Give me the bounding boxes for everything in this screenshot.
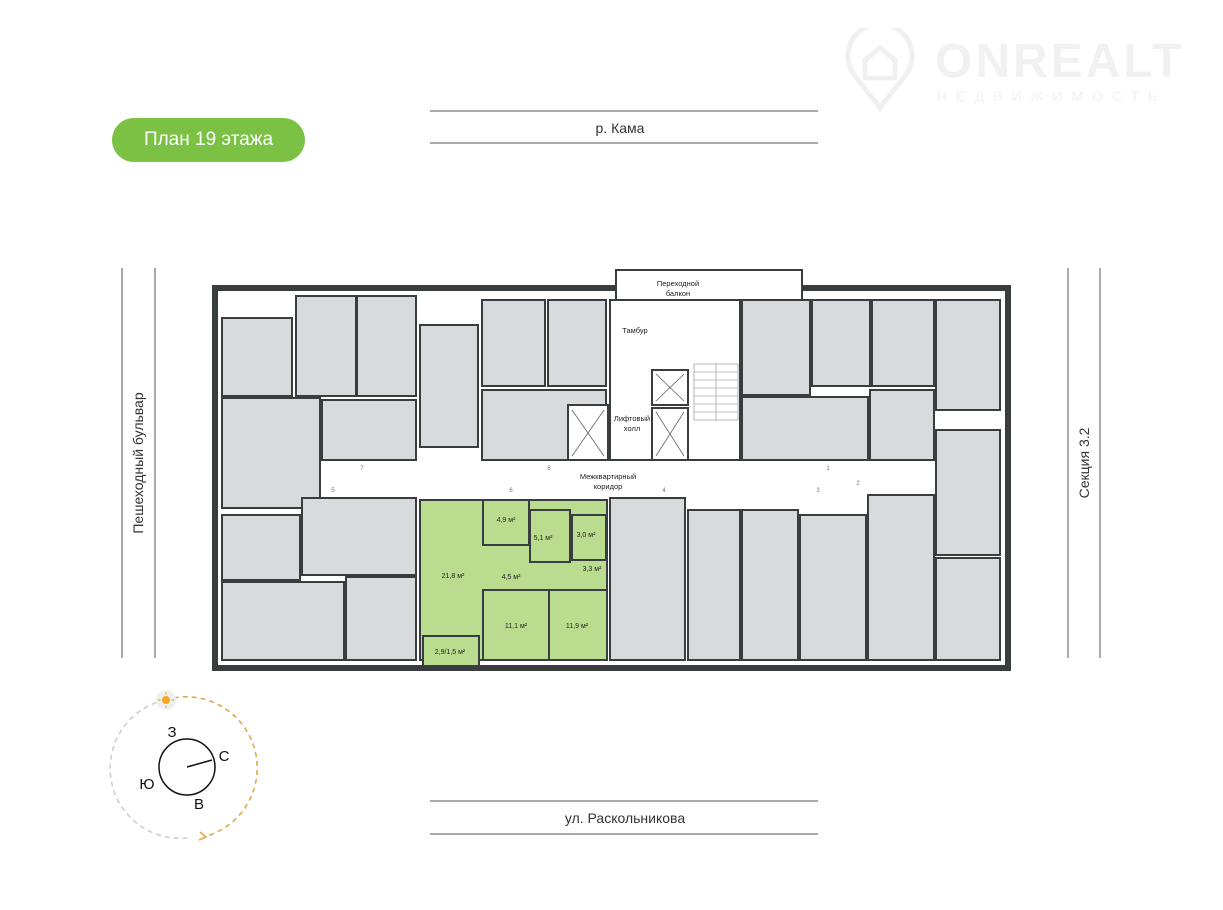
street-bottom-label: ул. Раскольникова bbox=[565, 810, 685, 826]
door-number: 6 bbox=[509, 488, 513, 494]
area-bedroom1: 11,1 м² bbox=[505, 623, 528, 630]
compass-south: Ю bbox=[139, 776, 154, 793]
balcony-label-2: балкон bbox=[666, 289, 690, 298]
section-label: Секция 3.2 bbox=[1076, 427, 1092, 498]
corridor-label-2: коридор bbox=[594, 482, 623, 491]
door-number: 8 bbox=[547, 466, 551, 472]
lift-hall-label-1: Лифтовый bbox=[614, 414, 650, 423]
section-right: Секция 3.2 bbox=[1067, 268, 1101, 658]
vestibule-label: Тамбур bbox=[622, 326, 647, 335]
street-top-label: р. Кама bbox=[596, 120, 645, 136]
area-living: 21,8 м² bbox=[442, 573, 465, 580]
logo-tagline: НЕДВИЖИМОСТЬ bbox=[937, 88, 1167, 104]
door-number: 5 bbox=[331, 488, 335, 494]
watermark-text: ONREALT НЕДВИЖИМОСТЬ bbox=[845, 28, 1190, 113]
door-number: 4 bbox=[662, 488, 666, 494]
compass-west: З bbox=[167, 724, 176, 741]
area-storage: 3,3 м² bbox=[583, 566, 602, 573]
door-number: 2 bbox=[856, 481, 860, 487]
area-hall: 4,9 м² bbox=[497, 517, 516, 524]
logo-pin-icon bbox=[845, 28, 915, 113]
street-top: р. Кама bbox=[430, 110, 818, 144]
area-balcony: 2,9/1,5 м² bbox=[435, 649, 466, 656]
compass-north: С bbox=[219, 748, 230, 765]
area-bath: 5,1 м² bbox=[534, 535, 553, 542]
lift-hall-label-2: холл bbox=[624, 424, 640, 433]
highlighted-apartment[interactable]: 21,8 м² 4,9 м² 5,1 м² 3,0 м² 4,5 м² 3,3 … bbox=[419, 499, 608, 667]
area-corridor: 4,5 м² bbox=[502, 574, 521, 581]
door-number: 1 bbox=[826, 466, 830, 472]
watermark-logo bbox=[845, 28, 1190, 113]
compass: З С Ю В bbox=[109, 690, 258, 841]
logo-name: ONREALT bbox=[935, 35, 1185, 88]
compass-east: В bbox=[194, 796, 204, 813]
street-left: Пешеходный бульвар bbox=[121, 268, 156, 658]
area-wc: 3,0 м² bbox=[577, 532, 596, 539]
door-number: 7 bbox=[360, 466, 364, 472]
street-left-label: Пешеходный бульвар bbox=[130, 392, 146, 533]
building: 21,8 м² 4,9 м² 5,1 м² 3,0 м² 4,5 м² 3,3 … bbox=[212, 269, 1011, 671]
street-bottom: ул. Раскольникова bbox=[430, 800, 818, 835]
door-number: 3 bbox=[816, 488, 820, 494]
floor-label-badge: План 19 этажа bbox=[112, 118, 305, 162]
area-bedroom2: 11,9 м² bbox=[566, 623, 589, 630]
corridor-label-1: Межквартирный bbox=[580, 472, 636, 481]
balcony-label-1: Переходной bbox=[657, 279, 699, 288]
staircase bbox=[693, 363, 739, 421]
sun-icon bbox=[156, 690, 176, 710]
lift-icons bbox=[571, 373, 685, 457]
